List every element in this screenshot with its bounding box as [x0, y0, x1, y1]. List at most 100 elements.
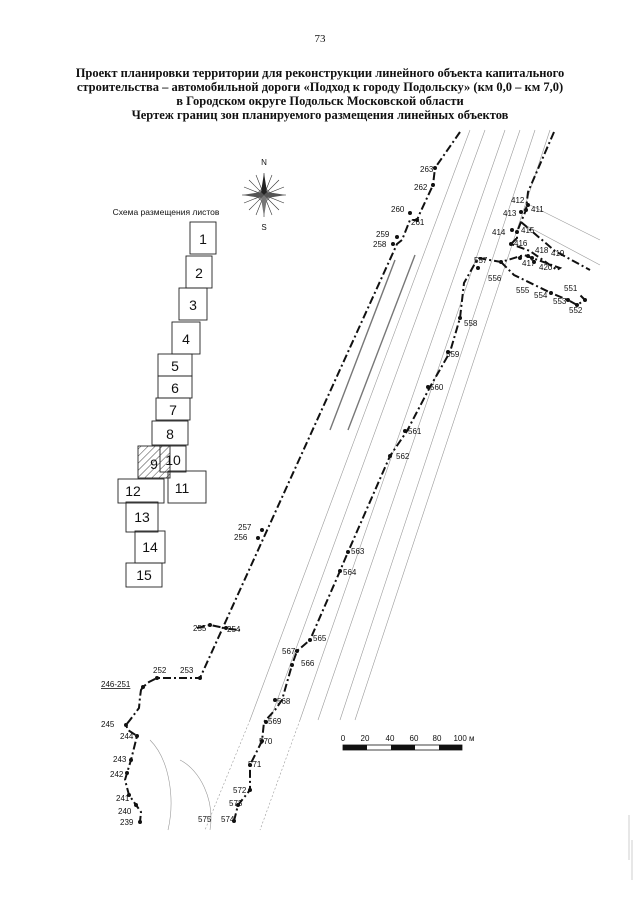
boundary-point: [290, 663, 294, 667]
boundary-point: [256, 536, 260, 540]
boundary-point: [408, 211, 412, 215]
boundary-point: [549, 291, 553, 295]
point-label: 565: [313, 634, 327, 643]
boundary-point: [446, 350, 450, 354]
compass-north-label: N: [261, 158, 267, 167]
sheet-3: [178, 287, 208, 321]
point-label: 256: [234, 533, 248, 542]
point-label: 566: [301, 659, 315, 668]
point-label: 571: [248, 760, 262, 769]
sheet-9-highlighted: [137, 445, 171, 479]
boundary-point: [273, 698, 277, 702]
boundary-point: [395, 235, 399, 239]
boundary-point: [509, 242, 513, 246]
point-label: 259: [376, 230, 390, 239]
point-label: 568: [277, 697, 291, 706]
sheet-label: 6: [171, 380, 179, 396]
point-label: 552: [569, 306, 583, 315]
point-label: 415: [521, 226, 535, 235]
point-label: 262: [414, 183, 428, 192]
point-label: 246-251: [101, 680, 131, 689]
point-label: 261: [411, 218, 425, 227]
point-label: 553: [553, 297, 567, 306]
point-label: 254: [227, 625, 241, 634]
boundary-point: [248, 763, 252, 767]
boundary-point: [295, 649, 299, 653]
boundary-point: [530, 256, 534, 260]
title-line-1: Проект планировки территории для реконст…: [75, 66, 565, 80]
sheet-15: [125, 562, 163, 588]
title-line-4: Чертеж границ зон планируемого размещени…: [131, 108, 509, 122]
boundary-point: [519, 210, 523, 214]
point-label: 556: [488, 274, 502, 283]
point-label: 572: [233, 786, 247, 795]
road-topography: [149, 129, 601, 831]
scale-tick-label: 80: [433, 734, 442, 743]
point-label: 257: [238, 523, 252, 532]
point-label: 574: [221, 815, 235, 824]
sheet-label: 3: [189, 297, 197, 313]
boundary-point: [134, 803, 138, 807]
boundary-point: [526, 203, 530, 207]
boundary-point: [346, 550, 350, 554]
point-label: 564: [343, 568, 357, 577]
boundary-point: [566, 298, 570, 302]
sheet-scheme: Схема размещения листов 1 2 3 4: [113, 207, 220, 588]
compass-south-label: S: [261, 223, 266, 232]
boundary-point: [518, 256, 522, 260]
zone-boundary: [123, 131, 591, 823]
scale-tick-label: 40: [386, 734, 395, 743]
point-label: 241: [116, 794, 130, 803]
point-label: 418: [535, 246, 549, 255]
point-label: 263: [420, 165, 434, 174]
point-label: 554: [534, 291, 548, 300]
point-label: 551: [564, 284, 578, 293]
point-label: 411: [531, 205, 544, 214]
sheet-12: [117, 478, 165, 504]
boundary-point: [260, 528, 264, 532]
sheet-7: [155, 397, 191, 421]
sheet-label: 2: [195, 265, 203, 281]
boundary-point: [575, 303, 579, 307]
left-boundary-line: [123, 131, 461, 823]
sheet-label: 15: [136, 567, 152, 583]
sheet-1: [189, 221, 217, 255]
boundary-point: [431, 183, 435, 187]
boundary-point: [198, 676, 202, 680]
point-label: 420: [539, 263, 553, 272]
sheet-10: [159, 445, 187, 473]
point-label: 258: [373, 240, 387, 249]
sheet-label: 5: [171, 358, 179, 374]
point-label: 255: [193, 624, 207, 633]
boundary-point: [433, 166, 437, 170]
boundary-point: [524, 208, 528, 212]
point-label: 558: [464, 319, 478, 328]
sheet-scheme-title: Схема размещения листов: [113, 207, 220, 217]
sheet-label: 10: [165, 452, 181, 468]
boundary-point: [138, 820, 142, 824]
sheet-8: [151, 420, 189, 446]
boundary-point: [127, 793, 131, 797]
boundary-point: [248, 788, 252, 792]
scale-bar: 0 20 40 60 80 100 м: [341, 734, 475, 751]
point-label: 412: [511, 196, 525, 205]
right-spur-line: [520, 221, 591, 271]
boundary-point: [125, 771, 129, 775]
boundary-point: [232, 819, 236, 823]
point-label: 575: [198, 815, 212, 824]
boundary-point-labels: 239 240 241 242 243 244 245 246-251 252 …: [101, 165, 583, 827]
point-label: 245: [101, 720, 115, 729]
boundary-point: [499, 260, 503, 264]
point-label: 244: [120, 732, 134, 741]
boundary-point: [532, 260, 536, 264]
boundary-point: [515, 230, 519, 234]
sheet-label: 11: [175, 480, 190, 496]
scan-edge-artifacts: [628, 815, 633, 880]
boundary-point: [338, 569, 342, 573]
boundary-point: [403, 429, 407, 433]
boundary-point: [155, 676, 159, 680]
sheet-label: 14: [142, 539, 158, 555]
scale-tick-label: 20: [361, 734, 370, 743]
boundary-point: [476, 266, 480, 270]
